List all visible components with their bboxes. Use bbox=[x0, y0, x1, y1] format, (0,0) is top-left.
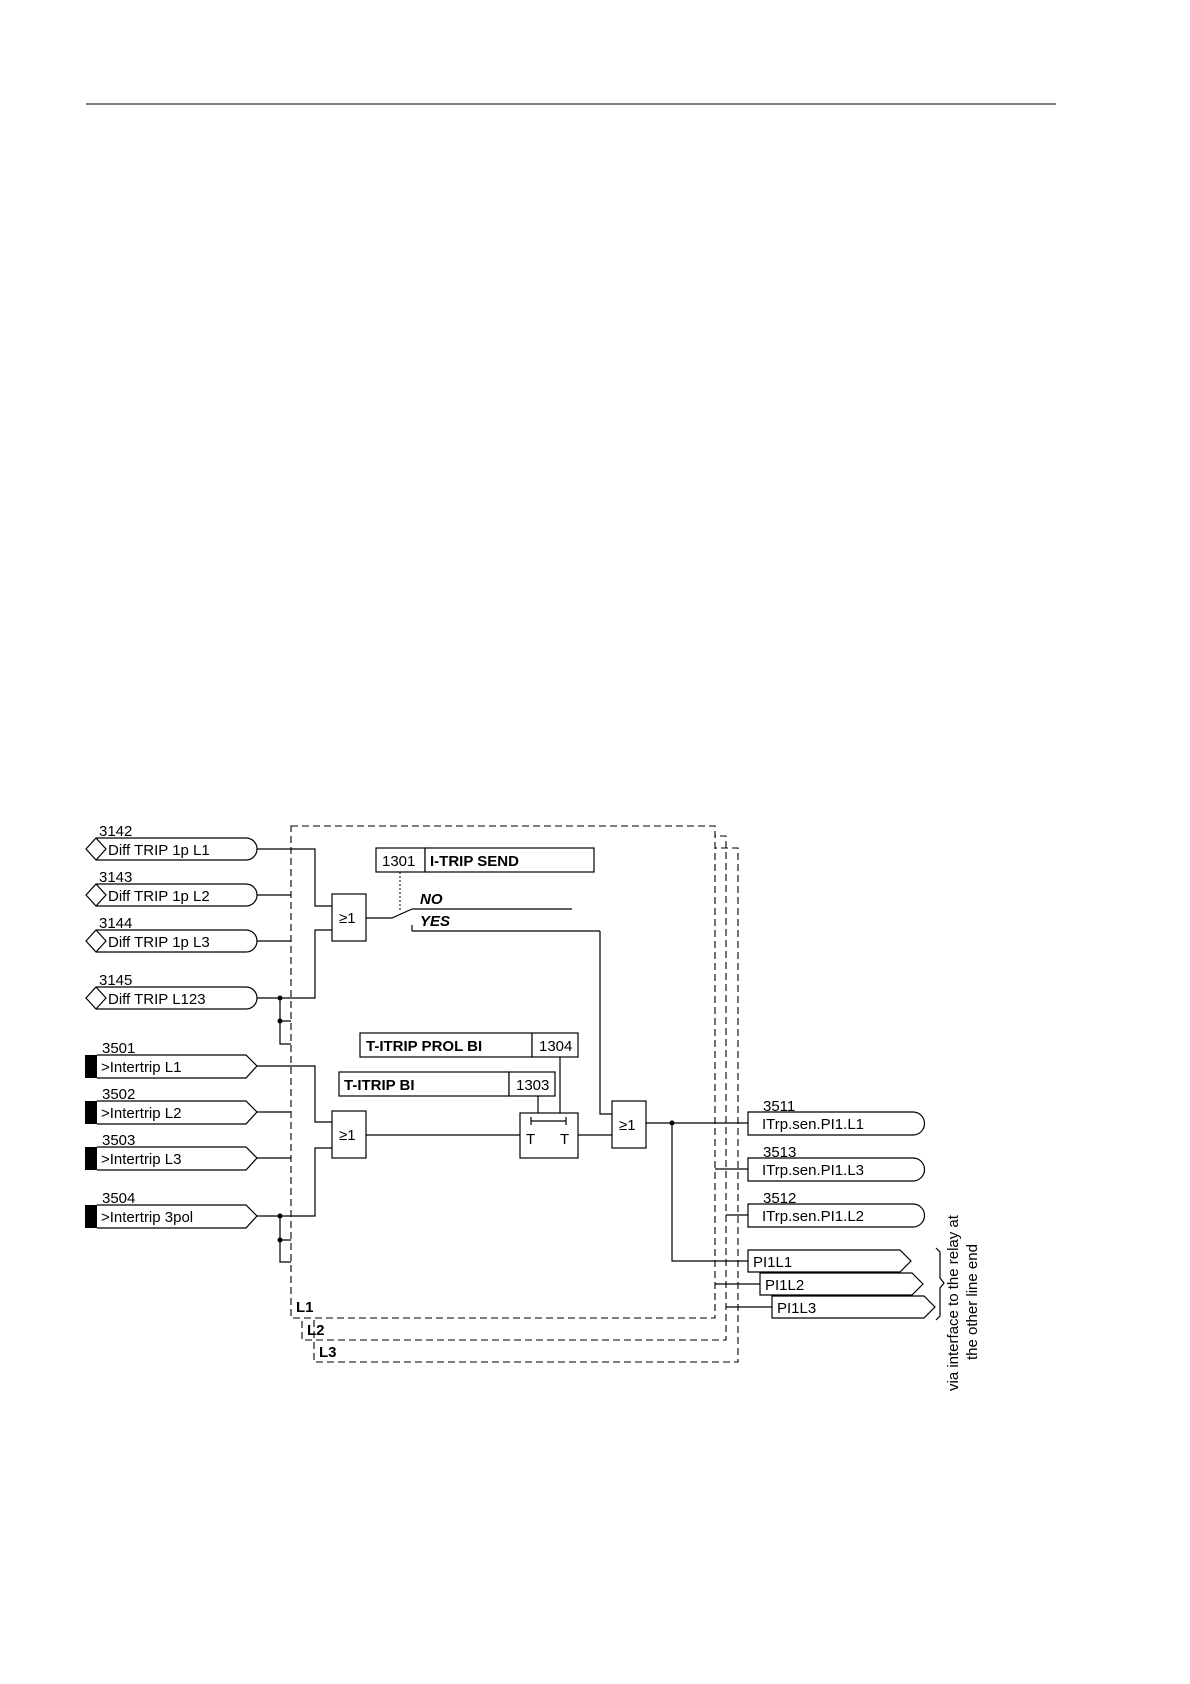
diff-input-1-number: 3142 bbox=[99, 823, 132, 840]
interface-output-2-shape bbox=[759, 1272, 924, 1296]
diff-input-4: 3145 Diff TRIP L123 bbox=[85, 972, 258, 1010]
switch-option-no: NO bbox=[420, 891, 443, 908]
interface-output-1-shape bbox=[747, 1249, 912, 1273]
wire-diff-l1 bbox=[257, 848, 332, 907]
output-2-label: ITrp.sen.PI1.L3 bbox=[762, 1162, 864, 1179]
diff-input-1-shape bbox=[85, 837, 258, 861]
param-t-itrip-prol-bi-name: T-ITRIP PROL BI bbox=[366, 1038, 482, 1055]
wire-bin-3pol bbox=[257, 1147, 332, 1217]
binary-input-1-marker bbox=[85, 1055, 97, 1078]
wire-or1-to-switch bbox=[366, 908, 413, 919]
interface-output-2-label: PI1L2 bbox=[765, 1277, 804, 1294]
interface-note-line-1: via interface to the relay at bbox=[945, 1214, 962, 1391]
timer-right-label: T bbox=[560, 1131, 569, 1148]
diff-input-2-number: 3143 bbox=[99, 869, 132, 886]
or-gate-diff bbox=[331, 893, 367, 942]
param-itrip-send-address: 1301 bbox=[382, 853, 415, 870]
diff-input-3-shape bbox=[85, 929, 258, 953]
output-3-number: 3512 bbox=[763, 1190, 796, 1207]
param-t-itrip-bi-name: T-ITRIP BI bbox=[344, 1077, 415, 1094]
or-gate-diff-label: ≥1 bbox=[339, 910, 356, 927]
output-1-shape bbox=[747, 1111, 926, 1136]
wire-diff-l123 bbox=[257, 929, 332, 999]
param-t-itrip-prol-bi-address: 1304 bbox=[539, 1038, 572, 1055]
junction-diff-l123-b bbox=[277, 1018, 283, 1024]
param-t-itrip-bi-name-box bbox=[338, 1071, 510, 1097]
interface-bracket bbox=[935, 1247, 945, 1321]
phase-label-l1: L1 bbox=[296, 1299, 314, 1316]
intertrip-logic-diagram: L1 L2 L3 3142 Diff TRIP 1p L1 3143 Diff … bbox=[85, 103, 1056, 1391]
output-1: 3511 ITrp.sen.PI1.L1 bbox=[747, 1098, 926, 1136]
binary-input-2: 3502 >Intertrip L2 bbox=[85, 1086, 258, 1125]
binary-input-1: 3501 >Intertrip L1 bbox=[85, 1040, 258, 1079]
output-2: 3513 ITrp.sen.PI1.L3 bbox=[747, 1144, 926, 1182]
wire-or3-to-pi1l1 bbox=[671, 1123, 748, 1262]
diff-input-3-label: Diff TRIP 1p L3 bbox=[108, 934, 210, 951]
binary-input-3-label: >Intertrip L3 bbox=[101, 1151, 181, 1168]
junction-bin-3pol-b bbox=[277, 1237, 283, 1243]
param-t-itrip-bi-address: 1303 bbox=[516, 1077, 549, 1094]
timer-bar bbox=[530, 1117, 567, 1125]
param-itrip-send-name: I-TRIP SEND bbox=[430, 853, 519, 870]
output-3-shape bbox=[747, 1203, 926, 1228]
diff-input-2-label: Diff TRIP 1p L2 bbox=[108, 888, 210, 905]
or-gate-binary-label: ≥1 bbox=[339, 1127, 356, 1144]
interface-output-1-label: PI1L1 bbox=[753, 1254, 792, 1271]
param-t-itrip-bi-address-box bbox=[508, 1071, 556, 1097]
interface-output-1: PI1L1 bbox=[747, 1249, 912, 1273]
interface-output-3: PI1L3 bbox=[771, 1295, 936, 1319]
binary-input-4-label: >Intertrip 3pol bbox=[101, 1209, 193, 1226]
diff-input-2-shape bbox=[85, 883, 258, 907]
interface-output-3-shape bbox=[771, 1295, 936, 1319]
phase-label-l3: L3 bbox=[319, 1344, 337, 1361]
param-itrip-send-address-box bbox=[375, 847, 426, 873]
output-2-number: 3513 bbox=[763, 1144, 796, 1161]
diff-input-4-number: 3145 bbox=[99, 972, 132, 989]
diff-input-3-number: 3144 bbox=[99, 915, 132, 932]
param-itrip-send-name-box bbox=[424, 847, 595, 873]
binary-input-4: 3504 >Intertrip 3pol bbox=[85, 1190, 258, 1229]
interface-output-2: PI1L2 bbox=[759, 1272, 924, 1296]
interface-output-3-label: PI1L3 bbox=[777, 1300, 816, 1317]
output-3: 3512 ITrp.sen.PI1.L2 bbox=[747, 1190, 926, 1228]
binary-input-3: 3503 >Intertrip L3 bbox=[85, 1132, 258, 1171]
binary-input-1-number: 3501 bbox=[102, 1040, 135, 1057]
diff-input-4-label: Diff TRIP L123 bbox=[108, 991, 206, 1008]
binary-input-1-label: >Intertrip L1 bbox=[101, 1059, 181, 1076]
junction-diff-l123 bbox=[277, 995, 283, 1001]
binary-input-4-number: 3504 bbox=[102, 1190, 135, 1207]
wire-bin-l1 bbox=[257, 1065, 332, 1123]
diff-input-1: 3142 Diff TRIP 1p L1 bbox=[85, 823, 258, 861]
switch-option-yes: YES bbox=[420, 913, 450, 930]
wire-switch-yes-down bbox=[411, 925, 612, 1115]
interface-note-line-2: the other line end bbox=[964, 1244, 981, 1360]
param-t-itrip-prol-bi-name-box bbox=[359, 1032, 533, 1058]
output-1-label: ITrp.sen.PI1.L1 bbox=[762, 1116, 864, 1133]
binary-input-2-number: 3502 bbox=[102, 1086, 135, 1103]
param-t-itrip-prol-bi-address-box bbox=[531, 1032, 579, 1058]
phase-label-l2: L2 bbox=[307, 1322, 325, 1339]
output-1-number: 3511 bbox=[763, 1098, 795, 1115]
diff-input-1-label: Diff TRIP 1p L1 bbox=[108, 842, 210, 859]
diff-input-4-shape bbox=[85, 986, 258, 1010]
junction-bin-3pol bbox=[277, 1213, 283, 1219]
diff-input-3: 3144 Diff TRIP 1p L3 bbox=[85, 915, 258, 953]
output-3-label: ITrp.sen.PI1.L2 bbox=[762, 1208, 864, 1225]
or-gate-output-label: ≥1 bbox=[619, 1117, 636, 1134]
output-2-shape bbox=[747, 1157, 926, 1182]
binary-input-2-marker bbox=[85, 1101, 97, 1124]
binary-input-3-number: 3503 bbox=[102, 1132, 135, 1149]
diff-input-2: 3143 Diff TRIP 1p L2 bbox=[85, 869, 258, 907]
binary-input-3-marker bbox=[85, 1147, 97, 1170]
junction-output bbox=[669, 1120, 675, 1126]
binary-input-4-marker bbox=[85, 1205, 97, 1228]
binary-input-2-label: >Intertrip L2 bbox=[101, 1105, 181, 1122]
or-gate-output bbox=[611, 1100, 647, 1149]
timer-left-label: T bbox=[526, 1131, 535, 1148]
